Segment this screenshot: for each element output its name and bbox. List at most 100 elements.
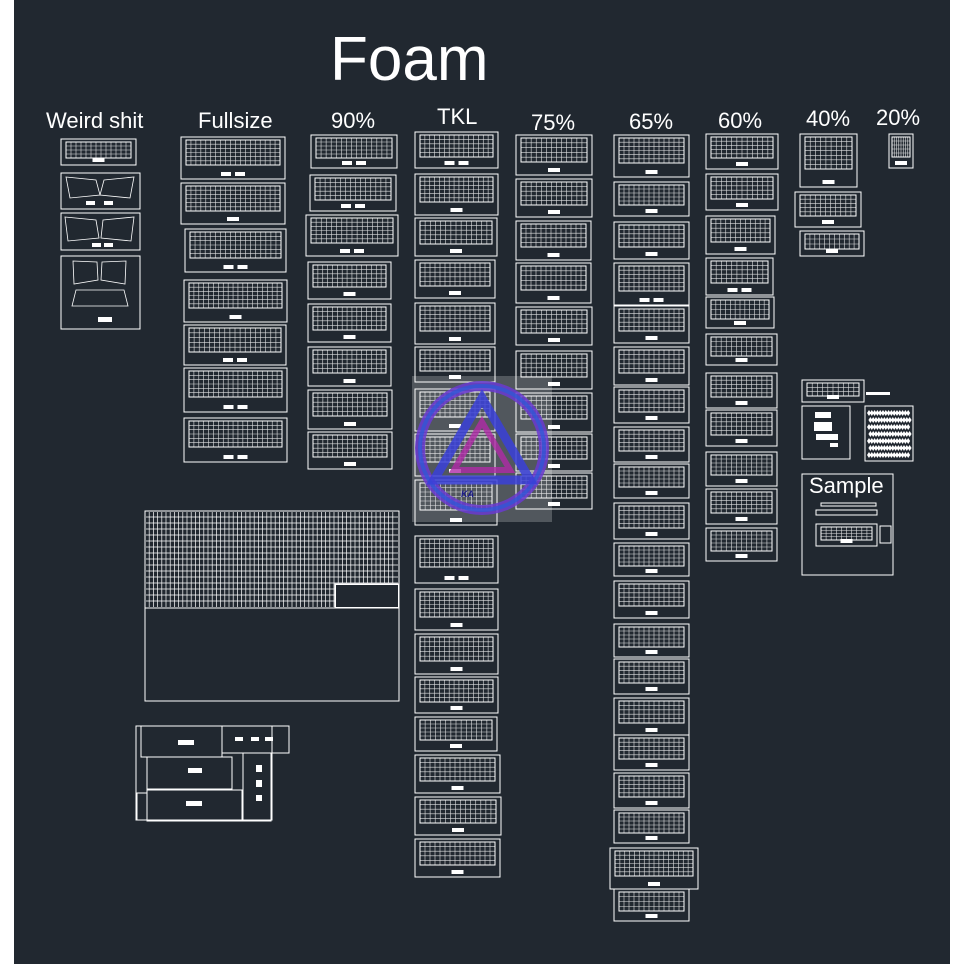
foam-key-area — [419, 134, 494, 158]
foam-key-grid — [313, 350, 386, 373]
foam-label-tab — [822, 220, 834, 224]
foam-key-grid — [892, 137, 910, 157]
foam-plate-frame — [414, 535, 499, 584]
foam-label-tab — [547, 253, 560, 257]
foam-plate-frame — [414, 838, 501, 878]
foam-key-area — [419, 799, 497, 824]
foam-key-grid — [521, 138, 587, 162]
foam-label-tab — [223, 405, 234, 409]
foam-key-grid — [521, 266, 586, 290]
foam-key-grid — [420, 350, 490, 371]
foam-key-grid — [619, 662, 684, 683]
page-title: Foam — [330, 25, 489, 94]
foam-key-area — [618, 626, 685, 648]
foam-label-tab — [86, 201, 95, 205]
foam-key-area — [520, 223, 587, 248]
foam-label-tab — [827, 395, 839, 399]
foam-key-grid — [800, 195, 856, 216]
foam-key-grid — [521, 354, 587, 377]
foam-label-tab — [734, 321, 746, 325]
foam-key-grid — [619, 738, 684, 759]
foam-plate-frame — [183, 367, 288, 413]
foam-label-tab — [736, 162, 748, 166]
foam-label-tab — [450, 623, 463, 627]
foam-plate-frame — [515, 350, 593, 390]
foam-label-tab — [548, 502, 560, 506]
foam-label-tab — [344, 422, 356, 426]
foam-plate-frame — [310, 134, 398, 169]
foam-label-tab — [645, 209, 658, 213]
foam-key-area — [618, 661, 685, 684]
foam-label-tab — [548, 338, 560, 342]
foam-label-tab — [645, 170, 658, 174]
foam-key-grid — [313, 435, 387, 457]
foam-key-area — [520, 395, 588, 420]
sample-strip — [815, 509, 878, 516]
column-label-40: 40% — [806, 106, 851, 131]
foam-key-area — [618, 308, 685, 332]
foam-key-grid — [619, 266, 684, 291]
foam-plate-frame — [705, 215, 776, 255]
foam-key-grid — [619, 506, 684, 528]
foam-label-tab — [449, 375, 461, 379]
column-label-90: 90% — [331, 108, 376, 133]
foam-key-grid — [619, 813, 684, 833]
foam-label-tab — [342, 161, 352, 165]
foam-label-tab — [223, 265, 234, 269]
split-key-area — [65, 176, 135, 199]
foam-key-area — [314, 177, 392, 201]
foam-key-area — [618, 429, 685, 452]
foam-key-grid — [189, 328, 281, 352]
foam-label-tab — [449, 337, 461, 341]
foam-plate-frame — [613, 658, 690, 695]
split-key-area — [64, 216, 135, 242]
foam-key-area — [804, 136, 853, 170]
foam-plate-frame — [801, 379, 865, 403]
foam-label-tab — [223, 358, 233, 362]
foam-key-grid — [711, 261, 768, 283]
foam-key-grid — [189, 421, 282, 447]
foam-label-tab — [341, 204, 351, 208]
foam-label-tab — [830, 443, 838, 447]
foam-plate-frame — [414, 796, 502, 836]
foam-label-tab — [92, 158, 105, 162]
foam-key-grid — [420, 177, 493, 202]
foam-plate-frame — [888, 133, 914, 169]
foam-key-grid — [711, 300, 769, 319]
foam-key-grid — [186, 186, 280, 211]
foam-label-tab — [645, 914, 658, 918]
foam-key-grid — [619, 390, 684, 412]
foam-label-tab — [104, 201, 113, 205]
foam-key-grid — [711, 376, 772, 397]
foam-plate-frame — [515, 262, 592, 304]
foam-label-tab — [237, 405, 248, 409]
foam-plate-frame — [414, 259, 496, 299]
foam-label-tab — [645, 252, 658, 256]
foam-key-grid — [711, 413, 772, 435]
foam-label-tab — [98, 317, 112, 322]
assembly-part — [242, 752, 272, 822]
foam-plate-frame — [180, 136, 286, 180]
foam-plate-frame — [613, 772, 690, 809]
column-label-75: 75% — [531, 110, 576, 135]
foam-plate-frame — [801, 405, 851, 460]
foam-key-area — [618, 737, 685, 760]
foam-plate-frame — [414, 346, 496, 383]
foam-label-tab — [340, 249, 350, 253]
foam-key-grid — [420, 800, 496, 823]
foam-label-tab — [735, 554, 748, 558]
foam-plate-frame — [705, 296, 775, 329]
foam-key-area — [618, 184, 685, 206]
foam-plate-frame — [414, 302, 496, 345]
foam-plate-frame — [515, 134, 593, 176]
foam-key-grid — [619, 546, 684, 566]
foam-label-tab — [826, 249, 838, 253]
foam-label-tab — [186, 801, 202, 806]
foam-plate-frame — [705, 173, 779, 211]
combined-empty-area — [336, 585, 398, 607]
foam-plate-frame — [414, 131, 499, 169]
foam-label-tab — [735, 479, 748, 483]
foam-label-tab — [237, 455, 248, 459]
